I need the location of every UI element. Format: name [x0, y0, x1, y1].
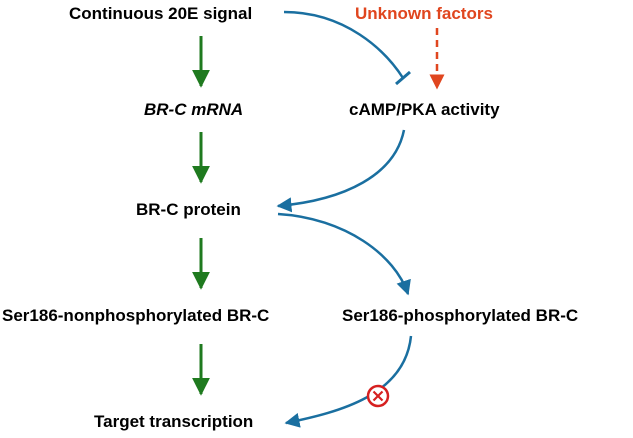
node-continuous-20e-signal: Continuous 20E signal: [69, 4, 253, 23]
node-unknown-factors: Unknown factors: [355, 4, 493, 23]
inhibition-20e-to-camp: [283, 10, 405, 79]
node-target-transcription: Target transcription: [94, 412, 254, 431]
node-ser186-nonphosphorylated: Ser186-nonphosphorylated BR-C: [2, 306, 270, 325]
arrow-phos-to-transcription: [284, 335, 413, 428]
inhibition-tbar-icon: [395, 70, 411, 86]
blocked-circle-x-icon: [366, 384, 390, 408]
node-brc-protein: BR-C protein: [136, 200, 241, 219]
arrow-protein-to-phos: [277, 212, 411, 296]
node-ser186-phosphorylated: Ser186-phosphorylated BR-C: [342, 306, 579, 325]
node-brc-mrna: BR-C mRNA: [144, 100, 244, 119]
node-camp-pka-activity: cAMP/PKA activity: [349, 100, 500, 119]
arrow-camp-to-protein: [276, 129, 406, 213]
